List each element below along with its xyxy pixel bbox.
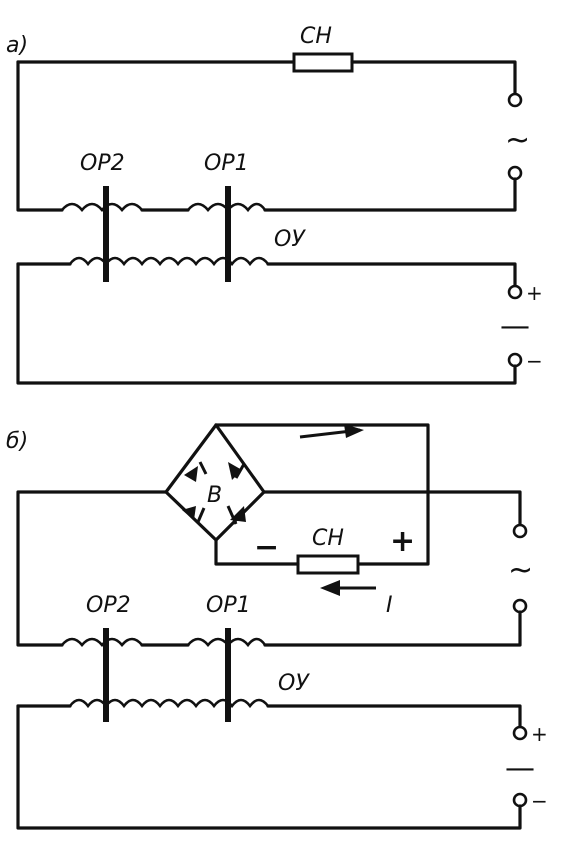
diagram-a-label: а) (6, 33, 28, 58)
diagram-b-bridge-label: В (207, 483, 222, 508)
diagram-a-ac-right-wire (350, 60, 517, 95)
diagram-a-ou-label: ОУ (274, 227, 306, 252)
diagram-b-current-arrow-head (320, 580, 340, 596)
diagram-a-ac-terminal-bottom (507, 165, 523, 181)
diagram-b-coil-ou (68, 698, 270, 709)
diagram-a-dc-top-right-wire (266, 262, 517, 288)
diagram-b-ac-top-wire (262, 490, 522, 526)
diagram-b-ou-label: ОУ (278, 671, 310, 696)
diagram-b-current-label: I (386, 593, 393, 618)
diagram-b-dc-bottom-wire (16, 704, 522, 830)
diagram-b-ac-bottom-wire (263, 610, 522, 647)
diagram-b-or1-label: ОР1 (206, 593, 251, 618)
diagram-a-resistor-label: СН (300, 24, 332, 49)
diagram-a-dc-symbol: — (500, 309, 530, 344)
diagram-b-dc-terminal-plus (512, 725, 528, 741)
diagram-a: а) СН ~ ОР2 ОР1 ОУ + — − (6, 24, 543, 385)
diagram-a-or2-label: ОР2 (80, 151, 125, 176)
diagram-b-arrow-top-head (344, 424, 364, 438)
diagram-a-coil-or2 (60, 202, 144, 213)
diagram-b-dc-terminal-minus (512, 792, 528, 808)
diagram-b: б) В СН − + I (6, 423, 548, 830)
diagram-a-ac-bottom-right-wire (263, 177, 517, 212)
diagram-a-minus: − (526, 349, 543, 373)
diagram-b-dc-symbol: — (505, 751, 535, 786)
diagram-b-plus-sign: + (390, 524, 415, 559)
diagram-b-resistor-label: СН (312, 526, 344, 551)
diagram-b-dc-top-right-wire (266, 704, 522, 728)
diagram-a-dc-terminal-minus (507, 352, 523, 368)
diagram-a-ac-left-wire (16, 60, 64, 212)
diagram-b-ac-terminal-top (512, 523, 528, 539)
diagram-b-rect-out-top-wire (214, 423, 430, 566)
diagram-a-coil-ou (68, 256, 270, 267)
diagram-a-or1-label: ОР1 (204, 151, 249, 176)
diagram-b-minus: − (531, 789, 548, 813)
diagram-b-rect-out-bottom-wire (214, 538, 300, 566)
diagram-a-dc-terminal-plus (507, 284, 523, 300)
diagram-b-minus-sign: − (254, 530, 279, 565)
diagram-a-resistor (292, 52, 354, 73)
diagram-b-ac-left-wire (16, 490, 168, 647)
diagram-b-ac-terminal-bottom (512, 598, 528, 614)
diagram-b-resistor (296, 554, 360, 575)
diagram-b-label: б) (6, 429, 28, 454)
diagram-a-ac-terminal-top (507, 92, 523, 108)
diagram-a-ac-symbol: ~ (505, 123, 530, 158)
diagram-a-dc-bottom-wire (16, 262, 517, 385)
diagram-b-diode-bottom-right (226, 505, 246, 525)
diagram-b-ac-symbol: ~ (508, 553, 533, 588)
diagram-b-or2-label: ОР2 (86, 593, 131, 618)
diagram-b-diode-bottom-left (182, 506, 206, 523)
diagram-b-diode-top-right (228, 462, 246, 480)
diagram-b-diode-top-left (184, 461, 208, 482)
diagram-a-plus: + (526, 281, 543, 305)
diagram-b-plus: + (531, 722, 548, 746)
diagram-b-coil-or2 (60, 637, 144, 648)
